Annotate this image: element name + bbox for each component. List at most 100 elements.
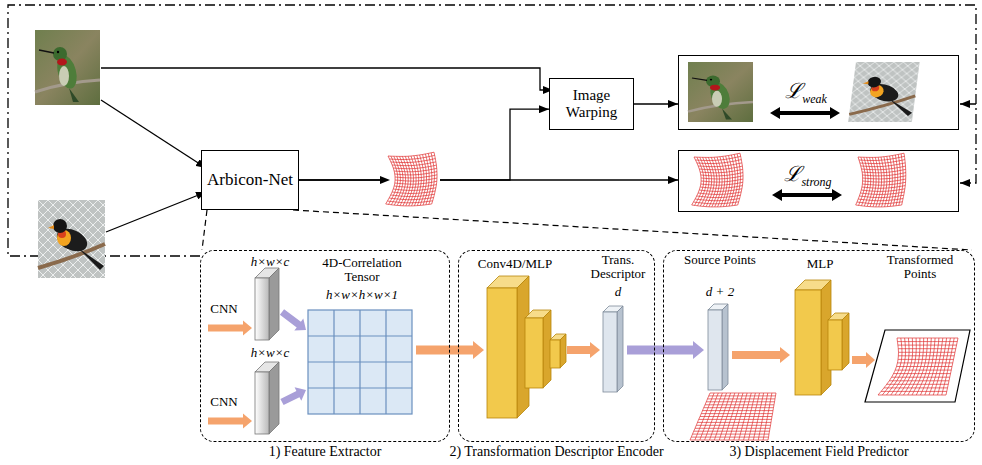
grid-line xyxy=(695,199,739,201)
part-label: CNN xyxy=(202,395,246,409)
double-arrow xyxy=(772,189,842,201)
block-arrow xyxy=(280,387,306,405)
grid-line xyxy=(692,205,738,207)
input-photo xyxy=(38,200,105,278)
part-label: h×w×h×w×1 xyxy=(310,288,414,302)
input-line xyxy=(106,192,206,232)
process-box: Arbicon-Net xyxy=(201,150,299,210)
input-photo xyxy=(35,30,100,105)
grid-line xyxy=(889,380,949,381)
loss-symbol: ℒ xyxy=(785,79,802,103)
block-side xyxy=(617,306,623,392)
grid-line xyxy=(884,387,948,388)
grid-line xyxy=(393,188,436,191)
loss-subscript: strong xyxy=(801,175,831,189)
block-front xyxy=(550,340,560,368)
loss-symbol: ℒ xyxy=(784,162,801,186)
grid-line xyxy=(388,201,433,203)
part-label: d + 2 xyxy=(680,285,760,299)
grid-line xyxy=(386,156,395,204)
part-label: d xyxy=(583,285,653,299)
part-label: Trans. Descriptor xyxy=(583,253,653,282)
block-front xyxy=(603,312,617,392)
grid-line xyxy=(395,178,437,181)
block-arrow xyxy=(280,309,306,330)
grid-line xyxy=(858,153,904,157)
grid-line xyxy=(698,192,741,195)
part-label: h×w×c xyxy=(238,346,302,360)
grid-line xyxy=(699,189,742,192)
block-arrow xyxy=(732,347,790,363)
grid-line xyxy=(881,391,947,392)
grid-line xyxy=(694,153,740,157)
grid-line xyxy=(897,366,953,367)
part-label: h×w×c xyxy=(238,255,302,269)
grid-line xyxy=(859,195,903,197)
grid-line xyxy=(388,152,434,156)
grid-line xyxy=(694,431,770,432)
grid-line xyxy=(391,194,435,196)
grid-line xyxy=(695,428,770,429)
warped-photo xyxy=(688,62,753,122)
transformed-grid xyxy=(878,338,958,395)
zoom-line xyxy=(293,210,972,250)
loss-label: ℒweak xyxy=(771,76,841,104)
grid-line xyxy=(857,202,902,204)
grid-line xyxy=(744,393,756,440)
grid-line xyxy=(693,434,770,435)
grid-line xyxy=(697,195,741,197)
tensor-body xyxy=(308,310,412,414)
grid-line xyxy=(861,189,905,192)
grid-line xyxy=(890,156,895,207)
grid-line xyxy=(749,393,760,440)
block-front xyxy=(487,288,517,418)
block-side xyxy=(722,304,728,390)
block-front xyxy=(795,290,821,395)
grid-line xyxy=(916,338,931,395)
arrow-head xyxy=(380,176,390,184)
grid-line xyxy=(893,155,898,206)
part-label: Conv4D/MLP xyxy=(466,257,564,271)
grid-line xyxy=(895,370,951,371)
displacement-grid xyxy=(386,152,437,206)
loss-subscript: weak xyxy=(802,92,827,106)
grid-line xyxy=(696,425,770,426)
grid-line xyxy=(432,152,437,204)
grid-line xyxy=(694,202,739,204)
grid-line xyxy=(887,156,892,207)
block-front xyxy=(828,320,842,370)
grid-line xyxy=(892,377,950,378)
grid-line xyxy=(386,204,432,206)
block-arrow xyxy=(208,321,252,336)
flow-arrow xyxy=(299,179,678,180)
grid-line xyxy=(858,199,903,201)
grid-line xyxy=(856,205,902,207)
block-front xyxy=(255,278,269,340)
part-label: CNN xyxy=(202,302,246,316)
displacement-grid xyxy=(692,153,743,207)
correlation-tensor xyxy=(308,310,412,414)
grid-line xyxy=(885,156,890,206)
block-arrow xyxy=(416,341,484,359)
block-arrow xyxy=(208,414,252,429)
grid-line xyxy=(395,181,437,184)
grid-line xyxy=(699,419,772,420)
grid-line xyxy=(887,384,949,385)
grid-ground xyxy=(382,147,440,209)
grid-line xyxy=(860,192,904,195)
panel-caption: 1) Feature Extractor xyxy=(269,444,382,460)
grid-line xyxy=(738,153,743,205)
grid-line xyxy=(763,393,772,440)
block-front xyxy=(255,372,269,434)
block-side xyxy=(560,334,566,368)
part-label: Source Points xyxy=(680,253,760,267)
flow-arrow xyxy=(634,103,678,104)
grid-line xyxy=(753,393,763,440)
source-grid xyxy=(690,393,776,440)
grid-line xyxy=(899,154,903,206)
part-label: 4D-Correlation Tensor xyxy=(314,256,410,285)
block-arrow xyxy=(852,352,875,368)
grid-line xyxy=(701,179,743,182)
grid-line xyxy=(862,186,905,189)
